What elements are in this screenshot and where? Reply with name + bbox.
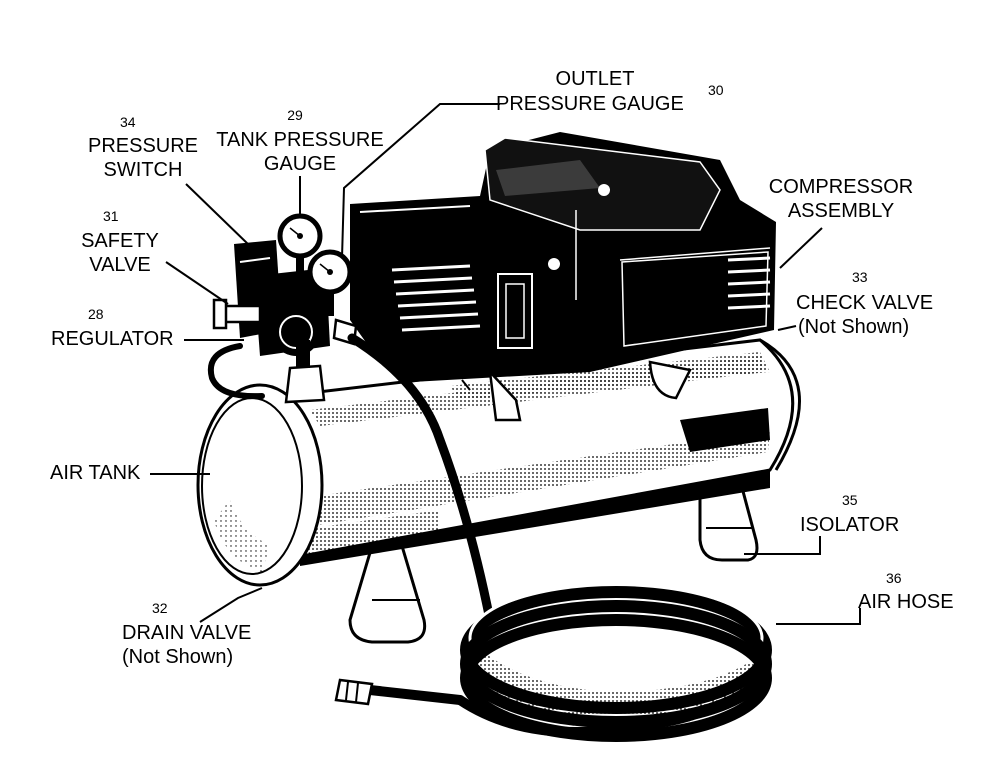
control-panel (212, 213, 358, 404)
safety-valve-number: 31 (103, 208, 119, 224)
air-tank-label: AIR TANK (50, 462, 141, 484)
compressor-label-line2: ASSEMBLY (787, 200, 895, 222)
hose-coil-shadow (466, 640, 768, 730)
tank-gauge-label-line2: GAUGE (263, 153, 337, 175)
tank-gauge-label-line1: TANK PRESSURE (216, 129, 384, 151)
check-valve-number: 33 (852, 269, 868, 285)
compressor-assembly (350, 132, 776, 422)
isolator-label: ISOLATOR (800, 514, 900, 536)
outlet-gauge-label-line2: PRESSURE GAUGE (496, 93, 684, 115)
regulator-number: 28 (88, 306, 104, 322)
outlet-gauge-label-line1: OUTLET (555, 68, 635, 90)
check-valve-label-line1: CHECK VALVE (796, 292, 934, 314)
drain-valve-label-line1: DRAIN VALVE (122, 622, 252, 644)
regulator-label: REGULATOR (51, 328, 174, 350)
tank-feet (288, 478, 759, 644)
leader-lines (150, 103, 861, 625)
outlet-gauge-number: 30 (708, 82, 724, 98)
isolator-number: 35 (842, 492, 858, 508)
air-hose-label: AIR HOSE (858, 591, 954, 613)
air-hose-number: 36 (886, 570, 902, 586)
tank-gauge-number: 29 (287, 107, 303, 123)
pressure-switch-label-line1: PRESSURE (87, 135, 199, 157)
safety-valve-label-line1: SAFETY (81, 230, 159, 252)
check-valve-label-line2: (Not Shown) (798, 316, 910, 338)
pressure-switch-label-line2: SWITCH (103, 159, 183, 181)
drain-valve-number: 32 (152, 600, 168, 616)
pressure-switch-number: 34 (120, 114, 136, 130)
drain-valve-label-line2: (Not Shown) (122, 646, 234, 668)
hose-end-fitting (334, 678, 374, 706)
compressor-label-line1: COMPRESSOR (768, 176, 914, 198)
safety-valve-label-line2: VALVE (89, 254, 151, 276)
